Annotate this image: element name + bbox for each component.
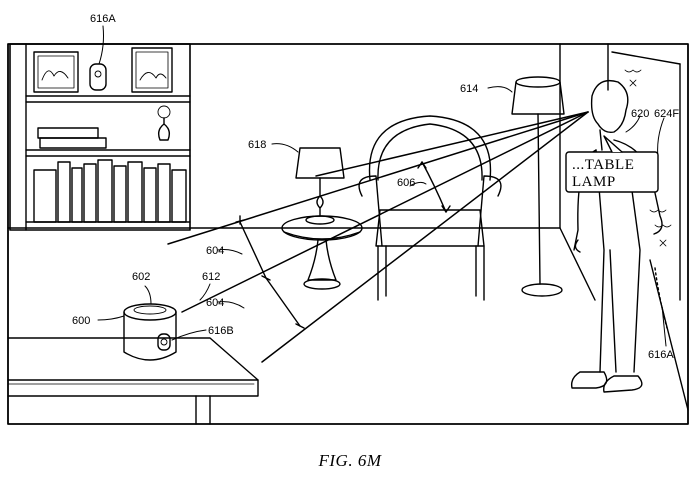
ref-624f: 624F <box>654 108 679 120</box>
bookshelf <box>9 43 191 231</box>
ref-614: 614 <box>460 83 478 95</box>
smart-speaker <box>123 303 177 361</box>
ref-620: 620 <box>631 108 649 120</box>
leader-lines <box>97 25 667 347</box>
armchair <box>358 115 502 301</box>
ref-600: 600 <box>72 315 90 327</box>
ref-604-lower: 604 <box>206 297 224 309</box>
ref-618: 618 <box>248 139 266 151</box>
speech-bubble-line1: ...TABLE <box>572 157 634 173</box>
side-wall <box>607 43 689 411</box>
ref-612: 612 <box>202 271 220 283</box>
person <box>570 79 663 393</box>
angle-606 <box>417 161 451 213</box>
figure-caption: FIG. 6M <box>318 451 382 470</box>
ref-616a-top: 616A <box>90 13 116 25</box>
speech-bubble-line2: LAMP <box>572 174 616 190</box>
ref-606: 606 <box>397 177 415 189</box>
foreground-table <box>7 337 259 425</box>
ref-602: 602 <box>132 271 150 283</box>
room-frame <box>7 43 689 425</box>
ref-604-upper: 604 <box>206 245 224 257</box>
angle-604 <box>235 215 305 329</box>
ref-616a-right: 616A <box>648 349 674 361</box>
table-lamp <box>295 147 345 225</box>
side-table <box>281 215 363 290</box>
speech-bubble <box>565 135 659 193</box>
ref-616b: 616B <box>208 325 234 337</box>
floor-lamp <box>511 76 565 297</box>
